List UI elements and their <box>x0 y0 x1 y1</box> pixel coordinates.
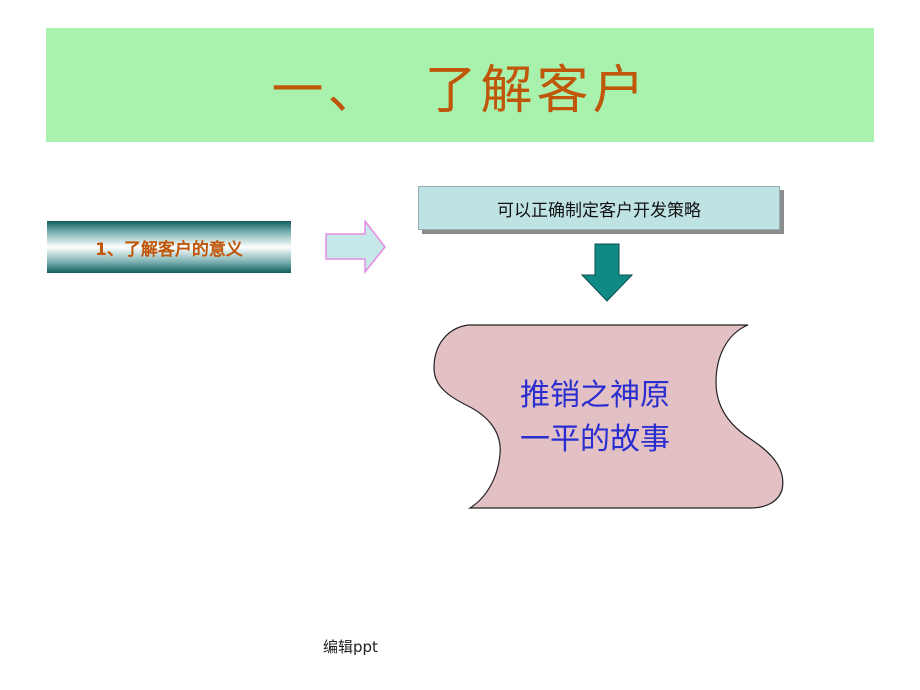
story-scroll-banner <box>433 324 784 509</box>
footer-text: 编辑ppt <box>323 638 378 656</box>
down-arrow-icon <box>580 243 634 302</box>
title-banner: 一、 了解客户 <box>46 28 874 142</box>
right-arrow-icon <box>325 220 386 274</box>
slide-title: 一、 了解客户 <box>271 60 649 121</box>
section-label-box: 1、了解客户的意义 <box>47 221 291 273</box>
story-text: 推销之神原 一平的故事 <box>520 374 720 462</box>
section-label-text: 1、了解客户的意义 <box>95 239 243 260</box>
strategy-box-text: 可以正确制定客户开发策略 <box>497 200 701 221</box>
story-line-1: 推销之神原 <box>520 378 670 413</box>
story-line-2: 一平的故事 <box>520 422 670 457</box>
strategy-box: 可以正确制定客户开发策略 <box>418 186 780 230</box>
